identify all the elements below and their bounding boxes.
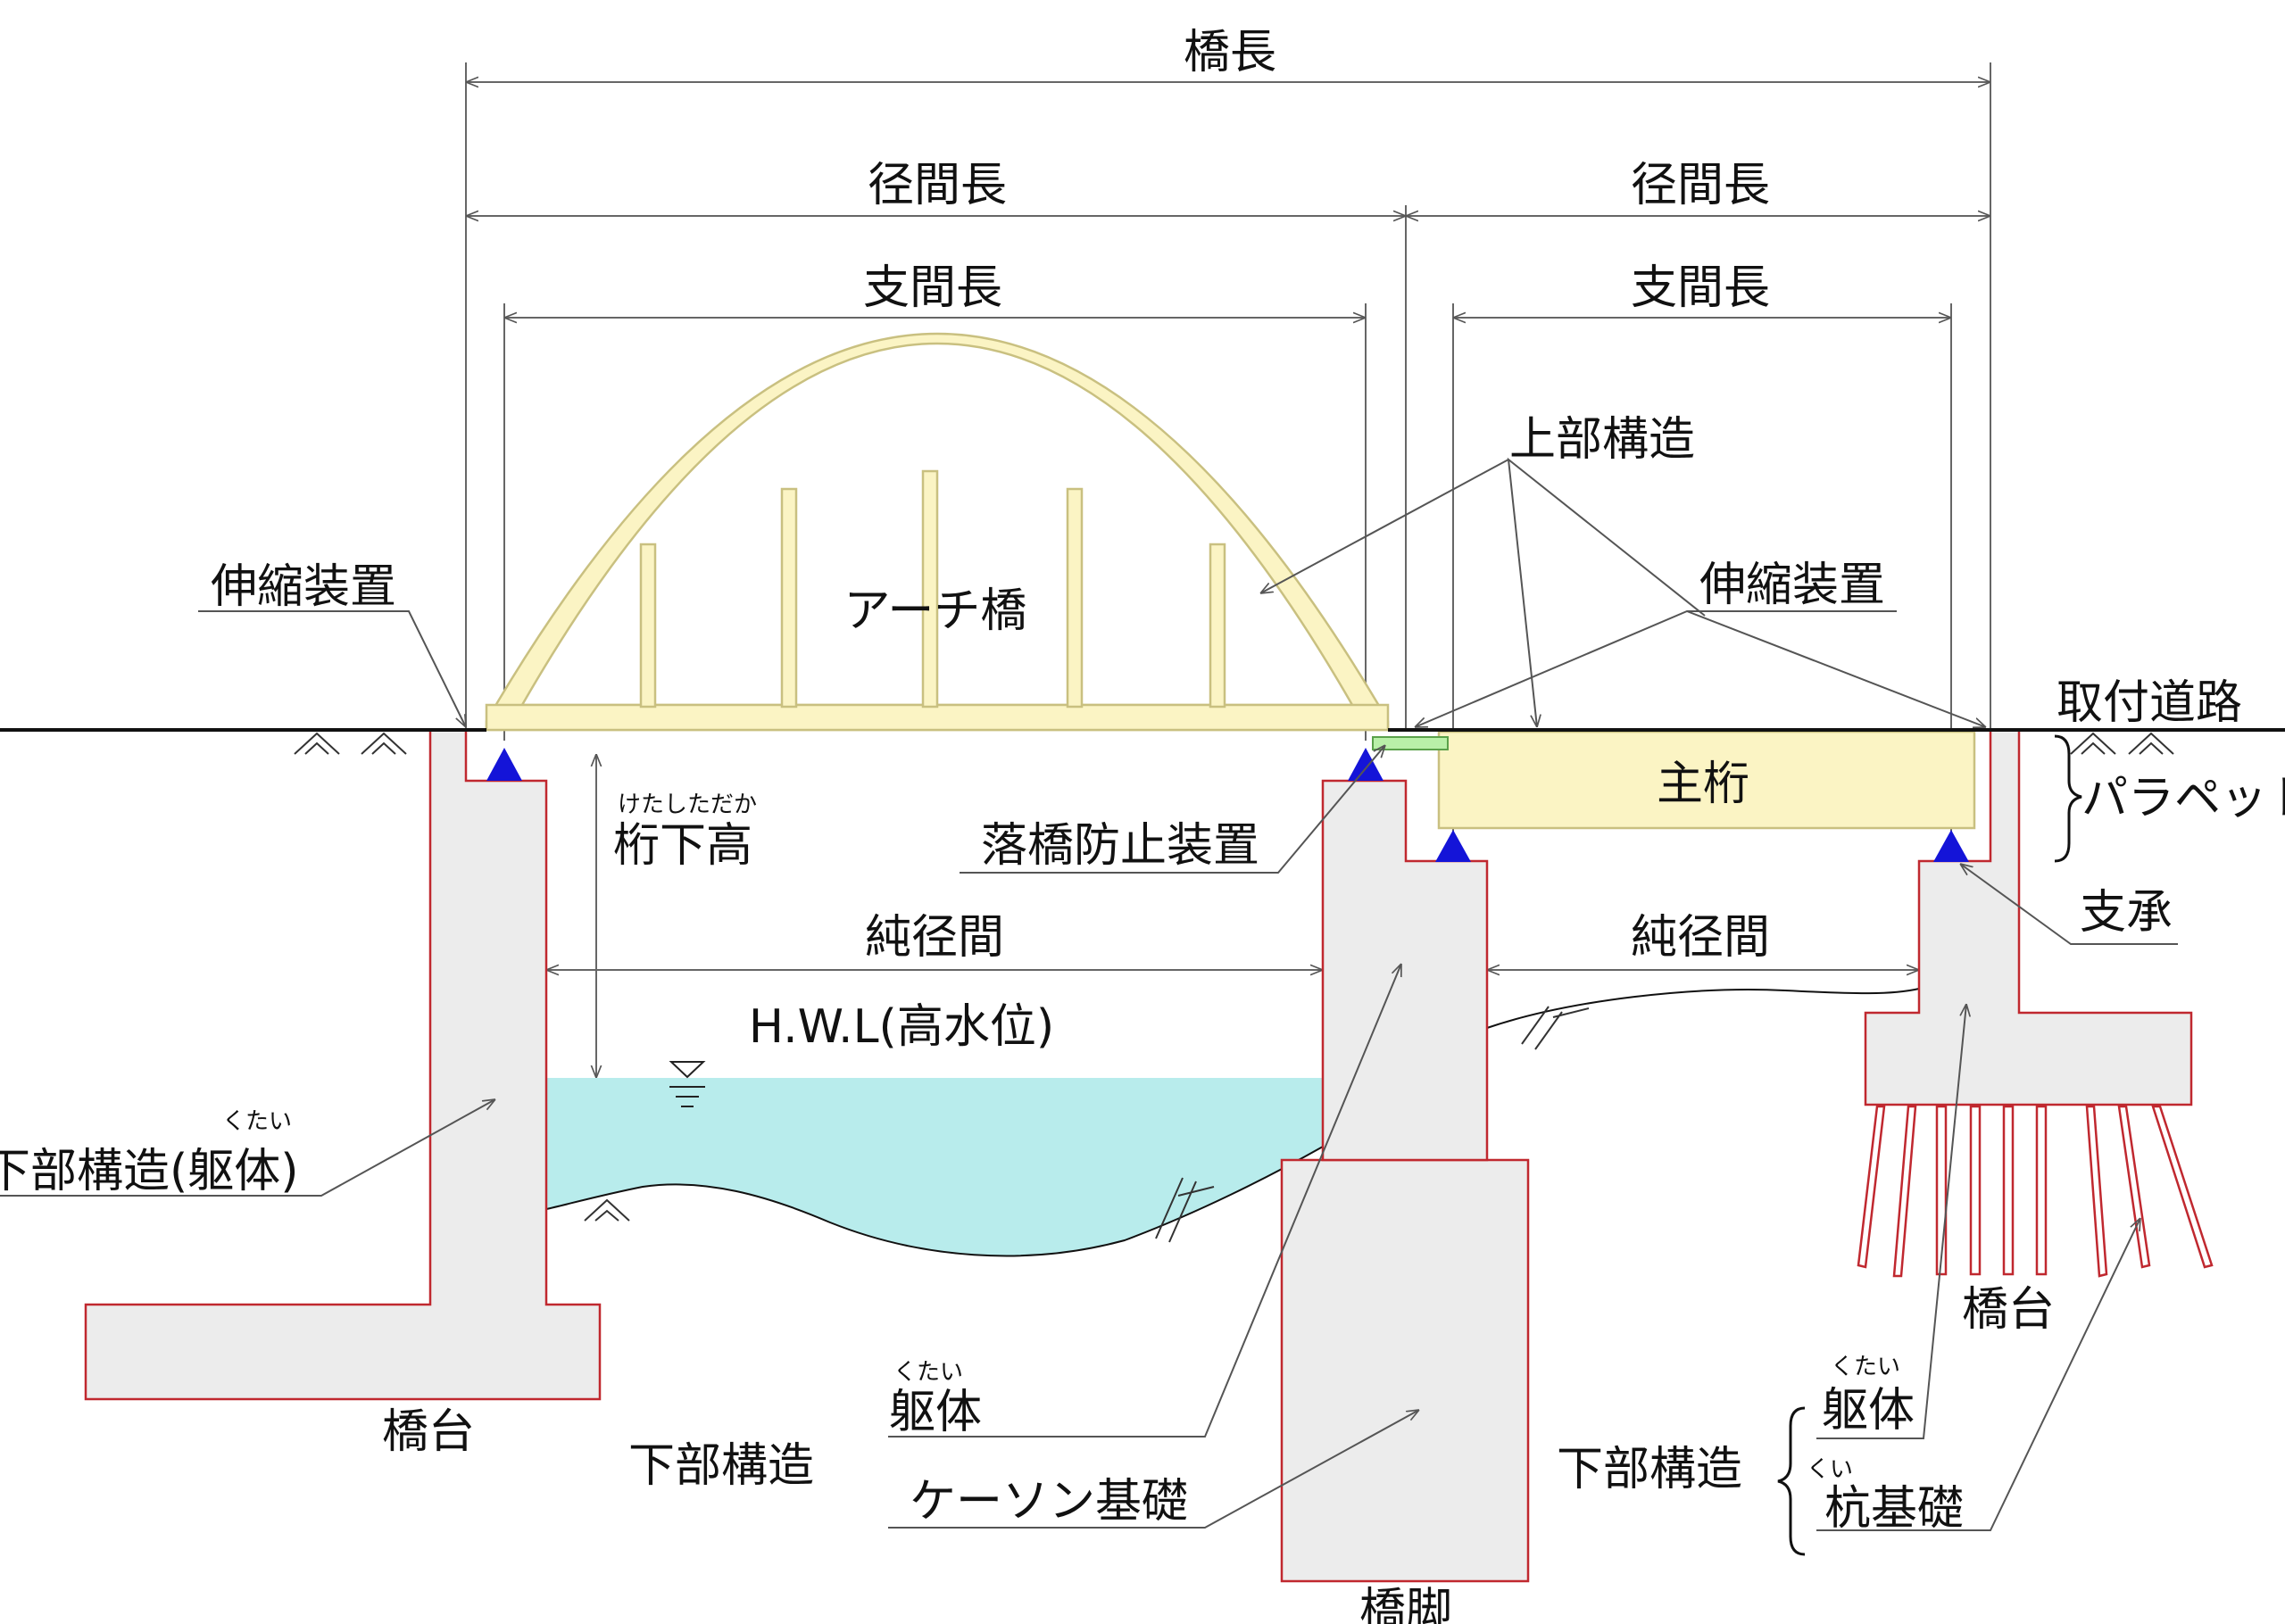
superstructure-label: 上部構造 <box>1509 413 1695 467</box>
leader-right-body <box>1816 1004 1966 1439</box>
leader-caisson <box>888 1410 1419 1529</box>
hatch-2 <box>361 732 407 755</box>
pile-4 <box>1969 1105 1982 1276</box>
ground-hatch <box>294 732 2174 1243</box>
pile-3 <box>1935 1105 1948 1276</box>
substructure-body-label: 下部構造(躯体) <box>0 1145 299 1198</box>
arch-hanger-3 <box>921 469 939 708</box>
leader-expansion-joint-mid <box>1415 610 1897 728</box>
span-length-left-label: 径間長 <box>868 159 1007 212</box>
pile-6 <box>2035 1105 2048 1276</box>
pile-7 <box>2085 1105 2108 1278</box>
girder-clearance-ruby: けたしただか <box>618 791 757 818</box>
leader-pier-body <box>888 964 1402 1438</box>
leader-bearing <box>1960 864 2178 945</box>
hatch-7 <box>1521 1006 1590 1050</box>
support-span-left-label: 支間長 <box>863 261 1002 315</box>
leader-substructure-body <box>0 1099 495 1197</box>
pier-label: 橋脚 <box>1359 1584 1452 1624</box>
hatch-1 <box>294 732 340 755</box>
pile-ruby: くい <box>1807 1456 1853 1483</box>
hwl-triangle-icon <box>669 1061 706 1079</box>
hatch-3 <box>2070 732 2116 755</box>
arch-deck <box>485 703 1390 732</box>
bearing-left-abutment <box>486 748 522 781</box>
arch-hanger-4 <box>1066 487 1084 708</box>
leader-expansion-joint-right <box>1686 610 1986 727</box>
body-right-label: 躯体 <box>1822 1384 1915 1438</box>
leader-expansion-joint-left <box>198 610 466 727</box>
abutment-left-label: 橋台 <box>382 1405 475 1459</box>
caisson-foundation <box>1280 1158 1530 1583</box>
text-labels: 橋長 径間長 径間長 支間長 支間長 上部構造 伸縮装置 伸縮装置 アーチ橋 取… <box>0 26 2285 1624</box>
bearing-right-abutment <box>1933 830 1969 862</box>
pile-foundation-label: 杭基礎 <box>1824 1482 1964 1536</box>
leader-lines <box>0 457 2178 1531</box>
clear-span-right-label: 純径間 <box>1631 911 1770 965</box>
girder-clearance-label: 桁下高 <box>613 819 752 873</box>
fall-prevention-label: 落橋防止装置 <box>981 819 1259 873</box>
arch-hanger-2 <box>780 487 798 708</box>
body-ruby-center: くたい <box>893 1359 963 1386</box>
bearing-pier-right <box>1435 830 1471 862</box>
arch-bridge <box>485 333 1390 732</box>
arch-hanger-5 <box>1209 543 1226 708</box>
body-center-label: 躯体 <box>889 1386 982 1439</box>
pile-9 <box>2151 1105 2214 1269</box>
pile-group <box>1857 1105 2214 1278</box>
dimension-lines <box>465 62 1991 1078</box>
bearings <box>486 748 1969 862</box>
hwl-label: H.W.L(高水位) <box>749 1000 1054 1054</box>
pile-5 <box>2002 1105 2015 1276</box>
pier-body <box>1321 779 1489 1162</box>
leader-fall-prevention <box>960 745 1385 874</box>
bearing-label: 支承 <box>2080 886 2173 940</box>
pile-8 <box>2117 1105 2151 1269</box>
substructure-right-label: 下部構造 <box>1557 1443 1742 1496</box>
arch-bridge-label: アーチ橋 <box>844 584 1027 638</box>
riverbed-line <box>545 1146 1324 1257</box>
substructure-brace <box>1777 1406 1806 1556</box>
right-bank-line <box>1486 988 1920 1029</box>
hatch-5 <box>584 1198 630 1222</box>
hatch-4 <box>2128 732 2174 755</box>
expansion-joint-right-label: 伸縮装置 <box>1699 559 1885 612</box>
leader-superstructure-girder <box>1507 457 1706 727</box>
clear-span-left-label: 純径間 <box>865 911 1004 965</box>
substructure-center-label: 下部構造 <box>628 1439 814 1493</box>
main-girder-label: 主桁 <box>1657 758 1749 811</box>
hatch-6 <box>1155 1177 1215 1243</box>
caisson-label: ケーソン基礎 <box>910 1475 1188 1529</box>
parapet-brace <box>2054 734 2082 863</box>
span-length-right-label: 径間長 <box>1631 159 1770 212</box>
approach-road-label: 取付道路 <box>2056 676 2242 730</box>
bearing-pier-left <box>1348 748 1383 781</box>
expansion-joint-left-label: 伸縮装置 <box>211 560 396 614</box>
left-abutment <box>84 728 602 1401</box>
pile-2 <box>1892 1105 1917 1278</box>
support-span-right-label: 支間長 <box>1631 261 1770 315</box>
hwl-symbol <box>669 1061 706 1107</box>
body-ruby-right: くたい <box>1831 1354 1900 1380</box>
abutment-right-label: 橋台 <box>1962 1283 2055 1337</box>
body-ruby-left: くたい <box>222 1108 292 1135</box>
leader-superstructure-arch <box>1260 459 1509 593</box>
bridge-length-label: 橋長 <box>1184 26 1276 79</box>
fall-prevention-device <box>1372 736 1449 750</box>
arch-hanger-1 <box>639 543 657 708</box>
pile-1 <box>1857 1105 1886 1269</box>
river-water <box>546 1078 1323 1256</box>
leader-pile-foundation <box>1816 1218 2140 1531</box>
parapet-label: パラペット <box>2081 772 2285 825</box>
